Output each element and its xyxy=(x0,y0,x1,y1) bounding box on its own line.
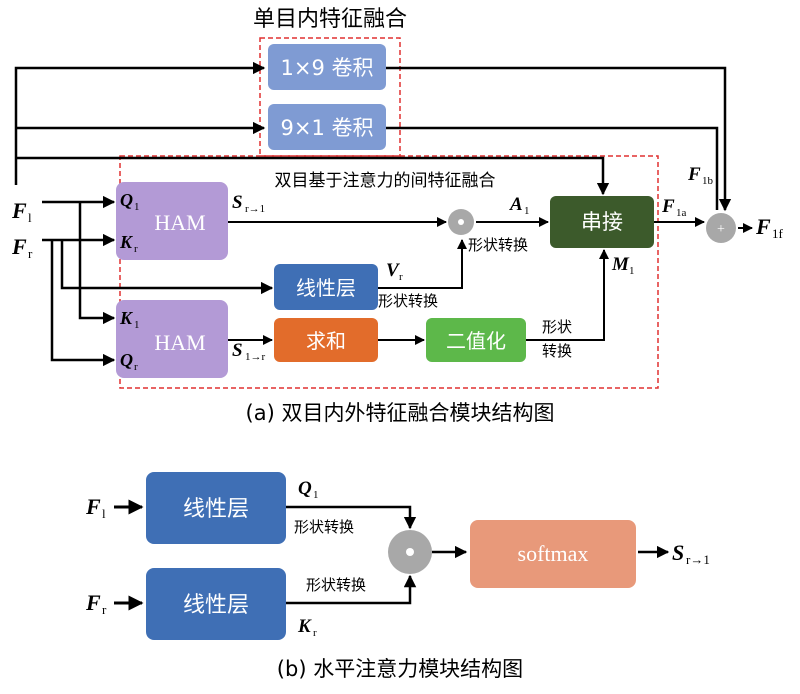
input-fr-sub: r xyxy=(28,246,33,261)
binarize-label: 二值化 xyxy=(446,329,506,353)
f1b-symbol: F xyxy=(687,164,701,185)
s-1r-sub: 1→r xyxy=(245,351,266,363)
caption-a: (a) 双目内外特征融合模块结构图 xyxy=(246,401,555,425)
top-title: 单目内特征融合 xyxy=(253,7,407,32)
b-kr-sub: r xyxy=(313,627,317,639)
softmax-label: softmax xyxy=(518,541,589,566)
b-input-fr-sub: r xyxy=(102,602,107,617)
b-input-fl-symbol: F xyxy=(85,494,101,519)
ham-bottom-q: Q xyxy=(120,350,133,370)
m1-symbol: M xyxy=(611,254,630,275)
attention-title: 双目基于注意力的间特征融合 xyxy=(275,171,496,191)
reshape-label-a1: 形状转换 xyxy=(468,236,528,254)
f1f-sub: 1f xyxy=(772,226,784,241)
vr-symbol: V xyxy=(386,260,400,281)
a1-symbol: A xyxy=(509,194,523,215)
b-reshape-top: 形状转换 xyxy=(294,518,354,536)
conv-9x1-label: 9×1 卷积 xyxy=(281,116,374,140)
b-output-s-sub: r→1 xyxy=(686,552,710,567)
ham-bottom-k: K xyxy=(119,308,134,328)
conv-1x9-label: 1×9 卷积 xyxy=(281,56,374,80)
f1a-sub: 1a xyxy=(676,207,687,219)
concat-box xyxy=(550,196,654,248)
add-circle xyxy=(706,213,736,243)
linear-box-b-top xyxy=(146,472,286,544)
ham-bottom-label: HAM xyxy=(154,330,205,355)
b-output-s-symbol: S xyxy=(672,540,684,565)
vr-sub: r xyxy=(399,271,403,283)
reshape-label-vr: 形状转换 xyxy=(378,292,438,310)
s-r1-sub: r→1 xyxy=(245,203,265,215)
linear-box-b-bottom xyxy=(146,568,286,640)
binocular-group-box xyxy=(119,155,659,389)
reshape-label-m1-line1: 形状 xyxy=(542,318,572,336)
input-fl-sub: l xyxy=(28,210,32,225)
sum-label: 求和 xyxy=(306,329,346,353)
b-q1-sub: 1 xyxy=(313,489,319,501)
plus-icon: + xyxy=(717,222,725,237)
a1-sub: 1 xyxy=(524,205,530,217)
linear-label-b-top: 线性层 xyxy=(183,497,249,522)
ham-top-box xyxy=(116,182,228,260)
b-input-fr-symbol: F xyxy=(85,590,101,615)
ham-top-q: Q xyxy=(120,190,133,210)
ham-top-k: K xyxy=(119,232,134,252)
ham-bottom-k-sub: 1 xyxy=(134,319,140,331)
conv-9x1-box xyxy=(268,104,386,150)
dot-icon xyxy=(458,219,464,225)
sum-box xyxy=(274,318,378,362)
conv-1x9-box xyxy=(268,44,386,90)
caption-b: (b) 水平注意力模块结构图 xyxy=(277,657,523,681)
reshape-label-m1-line2: 转换 xyxy=(542,342,572,360)
ham-top-k-sub: r xyxy=(134,243,138,255)
s-1r-symbol: S xyxy=(232,340,243,361)
b-input-fl-sub: l xyxy=(102,506,106,521)
softmax-box xyxy=(470,520,636,588)
ham-bottom-box xyxy=(116,300,228,378)
input-fl-symbol: F xyxy=(11,198,27,223)
linear-label-b-bottom: 线性层 xyxy=(183,593,249,618)
b-kr-symbol: K xyxy=(297,616,312,637)
f1a-symbol: F xyxy=(661,196,675,217)
ham-top-label: HAM xyxy=(154,210,205,235)
m1-sub: 1 xyxy=(629,265,635,277)
binarize-box xyxy=(426,318,526,362)
b-dot-icon xyxy=(406,548,414,556)
f1f-symbol: F xyxy=(755,214,771,239)
f1b-sub: 1b xyxy=(702,175,714,187)
input-fr-symbol: F xyxy=(11,234,27,259)
ham-top-q-sub: 1 xyxy=(134,201,140,213)
b-reshape-bottom: 形状转换 xyxy=(306,576,366,594)
b-q1-symbol: Q xyxy=(298,478,312,499)
ham-bottom-q-sub: r xyxy=(134,361,138,373)
s-r1-symbol: S xyxy=(232,192,243,213)
concat-label: 串接 xyxy=(581,210,623,234)
linear-box-a xyxy=(274,264,378,310)
linear-label-a: 线性层 xyxy=(296,276,356,300)
